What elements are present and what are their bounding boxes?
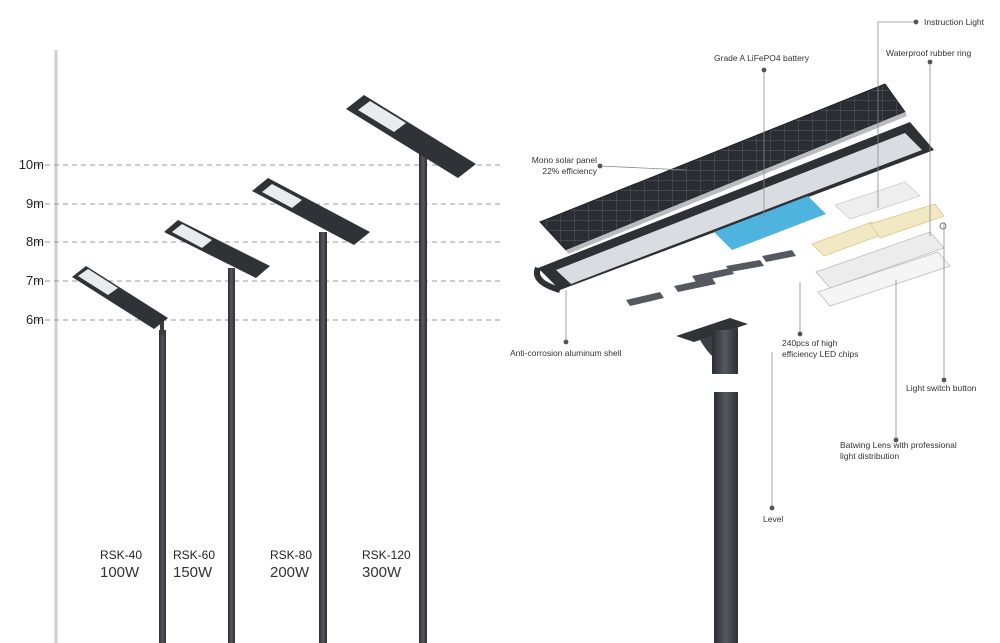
callout-battery: Grade A LiFePO4 battery — [714, 53, 809, 63]
callout-solar-panel-line2: 22% efficiency — [542, 166, 597, 176]
adapter-sleeve — [712, 330, 738, 374]
model-label-rsk-40: RSK-40 100W — [100, 548, 142, 581]
callout-shell: Anti-corrosion aluminum shell — [510, 348, 622, 358]
callout-level: Level — [763, 514, 784, 524]
callout-lens-line1: Batwing Lens with professional — [840, 440, 957, 450]
shell-end-cap — [534, 266, 561, 293]
callout-led-line2: efficiency LED chips — [782, 349, 859, 359]
model-name: RSK-40 — [100, 548, 143, 562]
panel-rsk-60 — [172, 224, 212, 248]
dot-battery — [761, 67, 767, 73]
line-solar-panel — [599, 165, 687, 171]
bracket-4 — [726, 260, 764, 272]
main-pole — [714, 392, 738, 643]
shell-inner — [556, 133, 922, 284]
pole-rsk-40 — [159, 330, 166, 643]
bracket-5 — [762, 250, 796, 262]
model-power: 100W — [100, 564, 140, 581]
callout-lens: Batwing Lens with professional light dis… — [840, 440, 957, 462]
mount-brackets — [626, 250, 796, 306]
callout-instruction-light: Instruction Light — [924, 17, 985, 27]
callout-lens-line2: light distribution — [840, 451, 900, 461]
panel-rsk-80 — [262, 184, 302, 208]
dot-solar-panel — [597, 163, 603, 169]
callout-switch: Light switch button — [906, 383, 977, 393]
model-label-rsk-60: RSK-60 150W — [173, 548, 215, 581]
callout-rubber-ring: Waterproof rubber ring — [886, 48, 972, 58]
model-name: RSK-60 — [173, 548, 216, 562]
pole-rsk-120 — [419, 152, 427, 643]
lamp-rsk-80 — [252, 178, 370, 643]
dot-shell — [563, 339, 569, 345]
pole-rsk-80 — [319, 232, 327, 643]
bracket-3 — [692, 268, 734, 282]
dot-lens — [893, 437, 899, 443]
panel-rsk-40 — [78, 269, 118, 295]
callout-lines — [565, 21, 945, 508]
model-label-rsk-120: RSK-120 300W — [362, 548, 411, 581]
model-power: 300W — [362, 564, 402, 581]
dot-rubber-ring — [927, 59, 933, 65]
panel-rsk-120 — [358, 101, 406, 132]
height-label-10m: 10m — [18, 157, 44, 172]
solar-panel-edge — [566, 112, 907, 254]
model-name: RSK-80 — [270, 548, 313, 562]
dot-level — [769, 505, 775, 511]
rubber-ring — [939, 222, 947, 230]
diffuser-plate — [817, 251, 951, 307]
dot-led — [797, 331, 803, 337]
bracket-1 — [626, 292, 664, 306]
pole-assembly — [676, 318, 748, 643]
lamp-rsk-40 — [72, 266, 168, 643]
bracket-2 — [674, 278, 716, 292]
model-power: 150W — [173, 564, 213, 581]
callout-solar-panel-line1: Mono solar panel — [531, 155, 597, 165]
dot-switch — [941, 377, 947, 383]
height-label-9m: 9m — [25, 196, 44, 211]
callout-led-line1: 240pcs of high — [782, 338, 838, 348]
callout-solar-panel: Mono solar panel 22% efficiency — [527, 155, 597, 177]
line-instruction-light — [877, 21, 916, 208]
battery-pack — [714, 196, 826, 250]
lamp-rsk-60 — [164, 220, 270, 643]
height-label-7m: 7m — [25, 273, 44, 288]
dot-instruction-light — [913, 19, 919, 25]
height-label-8m: 8m — [25, 234, 44, 249]
led-board-right — [869, 203, 945, 239]
led-board-back — [834, 181, 921, 220]
callout-led: 240pcs of high efficiency LED chips — [782, 338, 858, 360]
height-label-6m: 6m — [25, 312, 44, 327]
model-power: 200W — [270, 564, 310, 581]
lamp-rsk-120 — [346, 95, 476, 643]
pole-rsk-60 — [228, 268, 235, 643]
model-name: RSK-120 — [362, 548, 411, 562]
callout-dots — [563, 19, 947, 511]
model-label-rsk-80: RSK-80 200W — [270, 548, 312, 581]
